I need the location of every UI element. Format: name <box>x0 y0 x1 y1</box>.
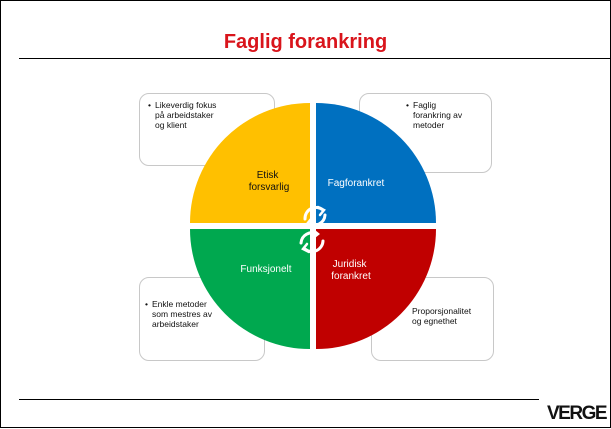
quadrant-funksjonelt <box>190 229 310 349</box>
bullet: • <box>148 100 151 110</box>
note-text: på arbeidstaker <box>155 110 214 120</box>
note-text: og egnethet <box>412 316 457 326</box>
note-text: som mestres av <box>152 309 212 319</box>
quadrant-label-juridisk: Juridisk forankret <box>331 259 371 282</box>
quadrant-label-etisk: Etisk forsvarlig <box>249 170 290 193</box>
title-divider <box>19 58 610 59</box>
cycle-arrows-icon <box>303 205 327 228</box>
note-text: Likeverdig fokus <box>155 100 217 110</box>
note-text: og klient <box>155 120 187 130</box>
slide-title: Faglig forankring <box>223 31 388 53</box>
note-text: forankring av <box>413 110 463 120</box>
note-text: Enkle metoder <box>152 299 207 309</box>
quadrant-fag <box>316 103 436 223</box>
bullet: • <box>145 299 148 309</box>
cycle-arrows-icon <box>299 228 325 254</box>
note-text: metoder <box>413 120 445 130</box>
quadrant-label-funksjonelt: Funksjonelt <box>240 264 291 275</box>
bullet: • <box>406 100 409 110</box>
verge-logo: VERGE <box>547 403 608 424</box>
quadrant-juridisk <box>316 229 436 349</box>
quadrant-etisk <box>190 103 310 223</box>
footer-divider <box>19 399 539 400</box>
note-text: Faglig <box>413 100 437 110</box>
quadrant-label-fag: Fagforankret <box>328 178 385 189</box>
note-text: arbeidstaker <box>152 319 199 329</box>
note-text: Proporsjonalitet <box>412 306 472 316</box>
